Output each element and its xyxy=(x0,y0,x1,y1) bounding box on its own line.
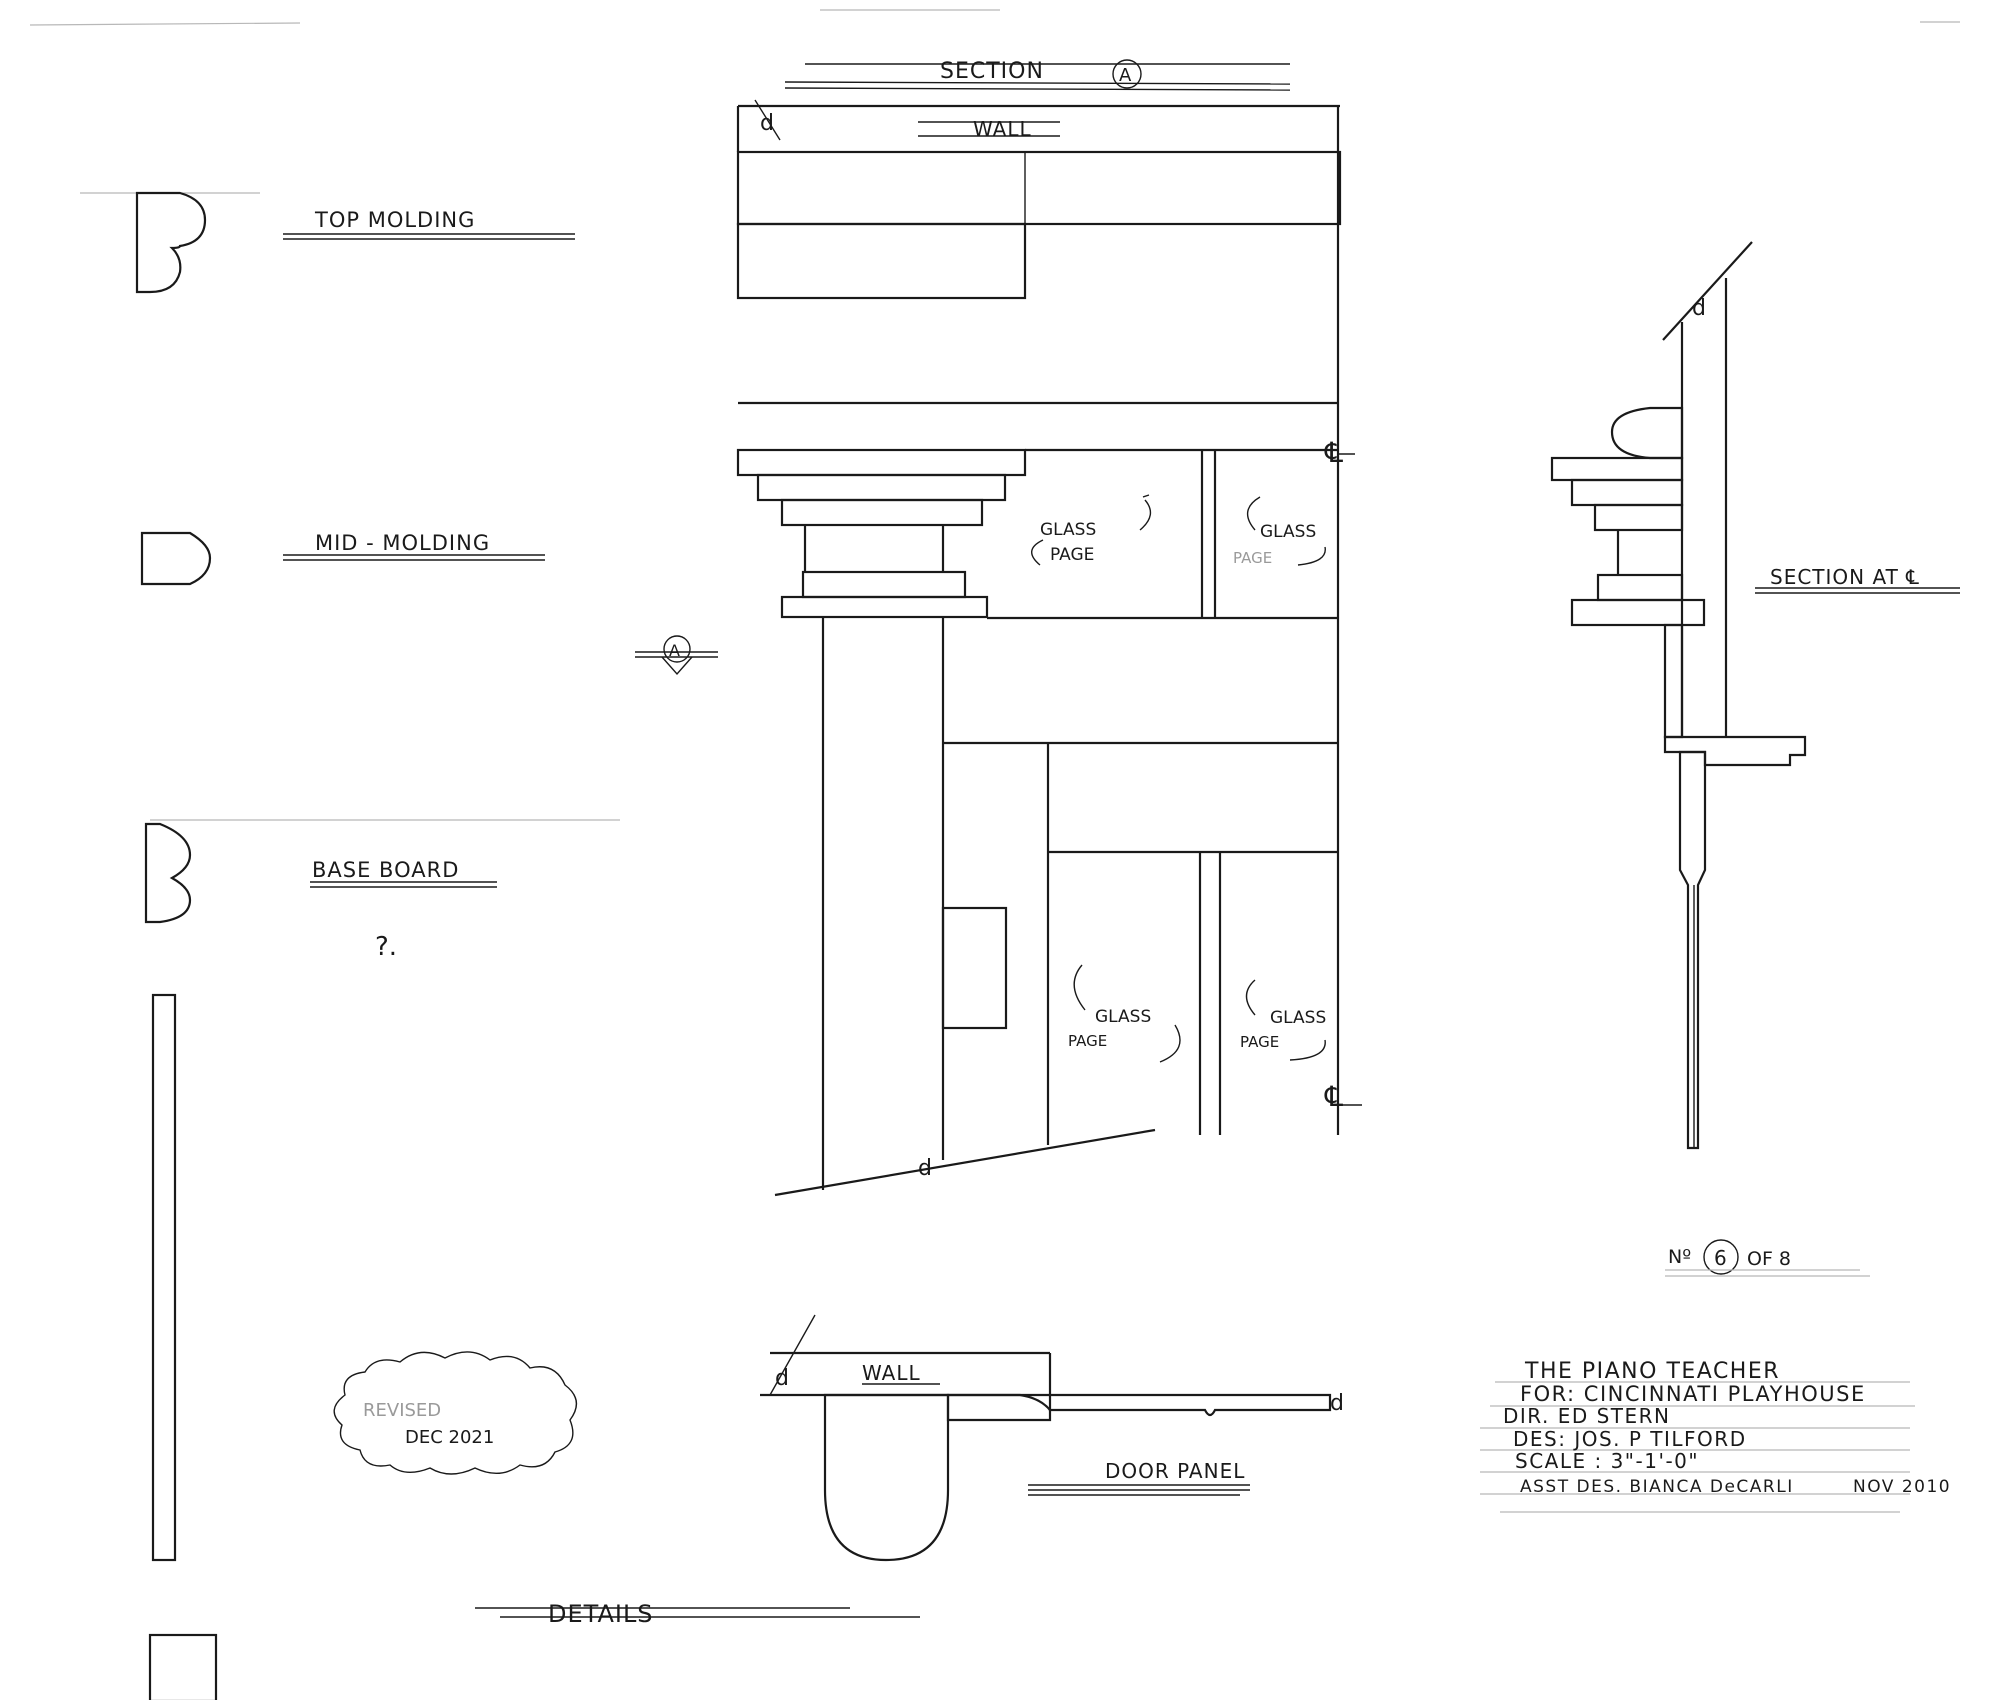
top-molding-label: TOP MOLDING xyxy=(283,208,575,240)
section-cut-letter: A xyxy=(669,641,680,660)
baseboard-profile xyxy=(144,822,192,924)
sheet-number-prefix: Nº xyxy=(1668,1246,1691,1268)
title-line-date: NOV 2010 xyxy=(1853,1477,1951,1497)
svg-text:MID - MOLDING: MID - MOLDING xyxy=(315,531,490,555)
revision-date: DEC 2021 xyxy=(405,1427,494,1448)
revision-cloud: REVISED DEC 2021 xyxy=(333,1351,578,1475)
page-label-2: PAGE xyxy=(1233,549,1272,567)
square-profile xyxy=(148,1633,218,1700)
board-profile xyxy=(151,993,177,1562)
svg-text:BASE BOARD: BASE BOARD xyxy=(312,858,459,882)
glass-label-3: GLASS xyxy=(1095,1007,1151,1027)
d-mark-top: d xyxy=(760,111,774,136)
svg-text:DETAILS: DETAILS xyxy=(548,1600,654,1628)
d-mark-panel-end: d xyxy=(1330,1391,1344,1416)
svg-text:DOOR PANEL: DOOR PANEL xyxy=(1105,1459,1245,1483)
title-line-client: FOR: CINCINNATI PLAYHOUSE xyxy=(1520,1382,1866,1406)
question-mark: ?. xyxy=(375,932,397,962)
title-line-designer: DES: JOS. P TILFORD xyxy=(1513,1427,1747,1451)
glass-label-4: GLASS xyxy=(1270,1008,1326,1028)
revised-text: REVISED xyxy=(363,1400,441,1421)
mid-molding-label: MID - MOLDING xyxy=(283,531,545,561)
title-line-scale: SCALE : 3"-1'-0" xyxy=(1515,1449,1699,1473)
section-title: SECTION A xyxy=(784,59,1291,91)
sheet-number-value: 6 xyxy=(1714,1246,1727,1270)
svg-text:TOP MOLDING: TOP MOLDING xyxy=(314,208,475,232)
elevation-drawing: d WALL xyxy=(736,99,1362,1197)
d-mark-floor: d xyxy=(918,1156,932,1181)
wall-label-bottom: WALL xyxy=(862,1361,921,1385)
page-label-1: PAGE xyxy=(1050,545,1094,565)
centerline-mark-top: ℄ xyxy=(1324,436,1343,469)
d-mark-side: d xyxy=(1692,296,1706,321)
centerline-mark-bottom: ℄ xyxy=(1324,1080,1343,1113)
section-cut-marker: A xyxy=(635,635,718,676)
svg-text:SECTION: SECTION xyxy=(940,59,1044,84)
page-label-4: PAGE xyxy=(1240,1033,1279,1051)
door-panel-label: DOOR PANEL xyxy=(1028,1459,1250,1496)
page-label-3: PAGE xyxy=(1068,1032,1107,1050)
svg-text:SECTION AT ℄: SECTION AT ℄ xyxy=(1770,565,1920,589)
details-title: DETAILS xyxy=(475,1600,920,1628)
sheet-number: Nº 6 OF 8 xyxy=(1665,1239,1870,1277)
title-line-director: DIR. ED STERN xyxy=(1503,1404,1671,1428)
title-line-assistant: ASST DES. BIANCA DeCARLI xyxy=(1520,1477,1794,1497)
mid-molding-profile xyxy=(140,531,212,586)
section-at-cl-label: SECTION AT ℄ xyxy=(1755,565,1960,594)
section-marker-letter: A xyxy=(1119,65,1132,86)
baseboard-label: BASE BOARD xyxy=(310,858,497,888)
title-line-show: THE PIANO TEACHER xyxy=(1524,1359,1780,1384)
top-molding-profile xyxy=(135,191,207,294)
door-panel-detail: d WALL d xyxy=(760,1314,1344,1562)
d-mark-panel: d xyxy=(775,1366,789,1391)
side-section: d xyxy=(1550,241,1807,1150)
glass-label-2: GLASS xyxy=(1260,522,1316,542)
wall-label-top: WALL xyxy=(973,117,1032,141)
sheet-number-total: OF 8 xyxy=(1747,1248,1791,1270)
glass-label-1: GLASS xyxy=(1040,520,1096,540)
title-block: THE PIANO TEACHER FOR: CINCINNATI PLAYHO… xyxy=(1480,1359,1951,1513)
paper-edge-marks xyxy=(29,9,1960,821)
